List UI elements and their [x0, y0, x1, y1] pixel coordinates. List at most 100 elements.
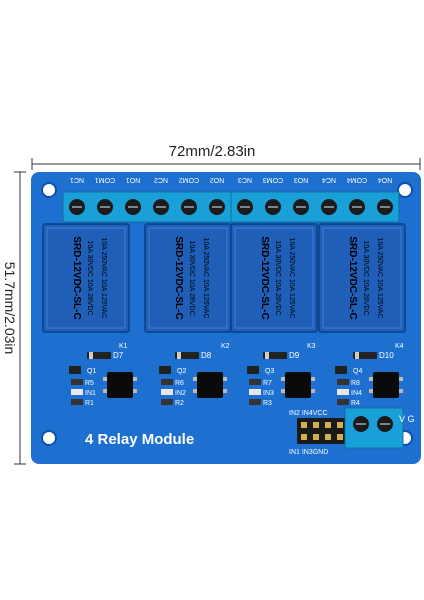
resistor-id: R1 — [85, 400, 94, 407]
terminal-label: NC1 — [70, 176, 84, 183]
power-terminal — [344, 407, 404, 449]
relay-id: K1 — [119, 343, 128, 350]
transistor — [247, 366, 259, 374]
resistor — [249, 379, 261, 385]
diode-band — [265, 352, 269, 359]
relay-text: 10A 250VAC 10A 125VAC — [202, 237, 209, 318]
terminal-label: NO1 — [126, 176, 141, 183]
relay-text: 10A 250VAC 10A 125VAC — [288, 237, 295, 318]
terminal-label: COM4 — [347, 176, 367, 183]
relay-text: 10A 250VAC 10A 125VAC — [100, 237, 107, 318]
led — [249, 389, 261, 395]
optocoupler-pin — [281, 389, 285, 393]
diode-band — [177, 352, 181, 359]
mount-hole — [41, 182, 57, 198]
resistor — [71, 399, 83, 405]
relay-print: 10A 250VAC 10A 125VAC 10A 30VDC 10A 28VDC… — [71, 236, 107, 319]
optocoupler — [107, 372, 133, 398]
transistor-id: Q2 — [177, 368, 186, 375]
pin-header — [297, 418, 349, 444]
diode-id: D7 — [113, 351, 124, 360]
optocoupler-pin — [103, 377, 107, 381]
optocoupler — [373, 372, 399, 398]
resistor-id: R8 — [351, 380, 360, 387]
relay-face — [46, 227, 126, 329]
led — [337, 389, 349, 395]
relay-face — [234, 227, 314, 329]
optocoupler-pin — [133, 377, 137, 381]
led — [71, 389, 83, 395]
resistor-id: R6 — [175, 380, 184, 387]
input-id: IN3 — [263, 390, 274, 397]
terminal-label: COM2 — [179, 176, 199, 183]
diode-id: D9 — [289, 351, 300, 360]
relay-text: SRD-12VDC-SL-C — [259, 236, 270, 319]
diode-id: D10 — [379, 351, 394, 360]
input-id: IN1 — [85, 390, 96, 397]
optocoupler-pin — [399, 377, 403, 381]
relay — [144, 223, 232, 333]
relay-text: 10A 30VDC 10A 28VDC — [274, 240, 281, 315]
terminal-label: NC4 — [322, 176, 336, 183]
relay-text: SRD-12VDC-SL-C — [347, 236, 358, 319]
relay-id: K2 — [221, 343, 230, 350]
width-dimension-line — [31, 158, 421, 170]
transistor — [159, 366, 171, 374]
relay-id: K3 — [307, 343, 316, 350]
resistor — [337, 379, 349, 385]
resistor-id: R4 — [351, 400, 360, 407]
input-id: IN4 — [351, 390, 362, 397]
header-label-top: IN2 IN4VCC — [289, 410, 328, 417]
diode-band — [355, 352, 359, 359]
optocoupler-pin — [369, 389, 373, 393]
transistor-id: Q3 — [265, 368, 274, 375]
optocoupler-pin — [133, 389, 137, 393]
relay — [230, 223, 318, 333]
relay-id: K4 — [395, 343, 404, 350]
relay-text: 10A 250VAC 10A 125VAC — [376, 237, 383, 318]
header-pin — [337, 434, 343, 440]
optocoupler-pin — [103, 389, 107, 393]
header-pin — [337, 422, 343, 428]
height-dimension-line — [14, 171, 26, 465]
mount-hole — [397, 182, 413, 198]
relay-text: 10A 30VDC 10A 28VDC — [86, 240, 93, 315]
resistor-id: R2 — [175, 400, 184, 407]
header-pin — [313, 434, 319, 440]
header-pin — [301, 422, 307, 428]
terminal-label: NO2 — [210, 176, 225, 183]
relay-text: SRD-12VDC-SL-C — [173, 236, 184, 319]
optocoupler-pin — [369, 377, 373, 381]
optocoupler-pin — [223, 389, 227, 393]
transistor-id: Q4 — [353, 368, 362, 375]
header-pin — [301, 434, 307, 440]
power-label: V G — [399, 414, 415, 424]
optocoupler-pin — [223, 377, 227, 381]
optocoupler-pin — [311, 377, 315, 381]
terminal-label: NC2 — [154, 176, 168, 183]
optocoupler-pin — [399, 389, 403, 393]
optocoupler-pin — [193, 377, 197, 381]
resistor — [161, 379, 173, 385]
terminal-label: NO3 — [294, 176, 309, 183]
optocoupler-pin — [193, 389, 197, 393]
terminal-label: COM1 — [95, 176, 115, 183]
resistor-id: R7 — [263, 380, 272, 387]
header-label-bottom: IN1 IN3GND — [289, 449, 328, 456]
transistor — [335, 366, 347, 374]
relay — [318, 223, 406, 333]
optocoupler-pin — [281, 377, 285, 381]
relay-face — [322, 227, 402, 329]
led — [161, 389, 173, 395]
resistor — [249, 399, 261, 405]
diode-band — [89, 352, 93, 359]
header-pin — [313, 422, 319, 428]
header-pin — [325, 422, 331, 428]
terminal-label: NC3 — [238, 176, 252, 183]
relay-text: 10A 30VDC 10A 28VDC — [188, 240, 195, 315]
transistor — [69, 366, 81, 374]
optocoupler — [285, 372, 311, 398]
optocoupler-pin — [311, 389, 315, 393]
